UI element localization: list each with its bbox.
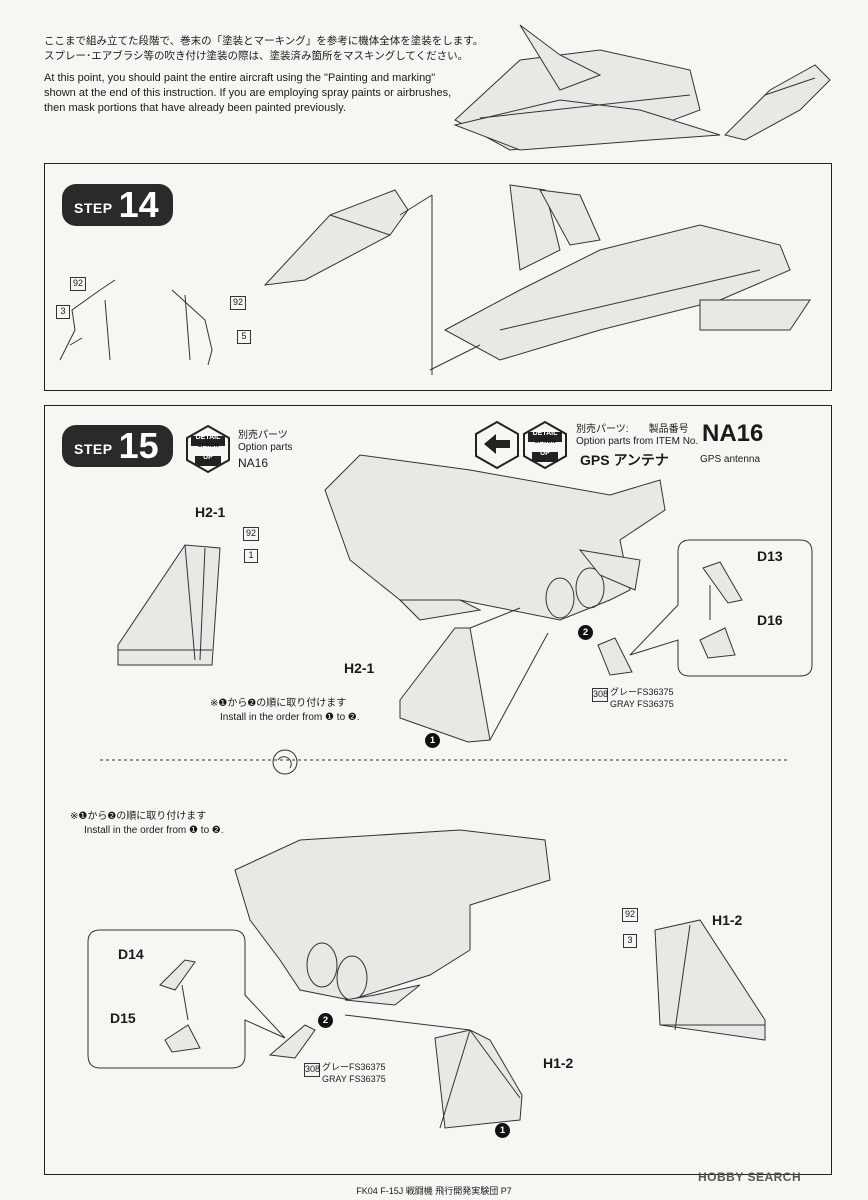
order-note-upper-en: Install in the order from ❶ to ❷. xyxy=(220,712,360,723)
option-parts-en: Option parts xyxy=(238,442,293,453)
tail-lower-attach-label: H1-2 xyxy=(543,1055,574,1071)
step14-callout-paint-left: 92 xyxy=(70,277,86,291)
intro-jp-line2: スプレー･エアブラシ等の吹き付け塗装の際は、塗装済み箇所をマスキングしてください… xyxy=(44,50,469,62)
step-num-2-upper: 2 xyxy=(578,625,593,640)
option-parts-label: 別売パーツ Option parts NA16 xyxy=(238,430,292,469)
tail-upper-attach-label: H2-1 xyxy=(344,660,375,676)
detail-option-up-badge-2 xyxy=(523,420,567,470)
paint-upper-text: グレーFS36375 GRAY FS36375 xyxy=(610,686,674,710)
watermark: HOBBY SEARCH xyxy=(698,1170,802,1184)
detail-badge-line2: OPTION xyxy=(197,443,219,449)
page-footer: FK04 F-15J 戦闘機 飛行開発実験団 P7 xyxy=(356,1186,512,1196)
step15-number: 15 xyxy=(118,425,159,466)
inset-lower-part-a: D14 xyxy=(118,946,144,962)
step15-badge: STEP 15 xyxy=(62,425,173,467)
paint-upper-jp: グレーFS36375 xyxy=(610,687,674,697)
order-note-lower-en: Install in the order from ❶ to ❷. xyxy=(84,825,224,836)
detail-badge-2-line3: UP xyxy=(540,450,550,457)
inset-upper-part-a: D13 xyxy=(757,548,783,564)
tail-lower-right-part: 3 xyxy=(623,934,637,948)
step14-callout-paint-right: 92 xyxy=(230,296,246,310)
intro-en-line3: then mask portions that have already bee… xyxy=(44,102,346,114)
intro-en: At this point, you should paint the enti… xyxy=(44,71,504,116)
order-note-lower: ※❶から❷の順に取り付けます Install in the order from… xyxy=(70,810,224,838)
paint-lower-jp: グレーFS36375 xyxy=(322,1062,386,1072)
inset-lower-part-b: D15 xyxy=(110,1010,136,1026)
intro-jp-line1: ここまで組み立てた段階で、巻末の「塗装とマーキング」を参考に機体全体を塗装をしま… xyxy=(44,35,484,47)
paint-upper-en: GRAY FS36375 xyxy=(610,699,674,709)
step-num-2-lower: 2 xyxy=(318,1013,333,1028)
tail-upper-left-part: 1 xyxy=(244,549,258,563)
order-note-lower-jp: ※❶から❷の順に取り付けます xyxy=(70,811,207,822)
detail-badge-2-line1: DETAIL xyxy=(532,430,558,437)
option-parts-item-en: Option parts from ITEM No. xyxy=(576,436,699,447)
item-number: NA16 xyxy=(702,420,764,447)
intro-text: ここまで組み立てた段階で、巻末の「塗装とマーキング」を参考に機体全体を塗装をしま… xyxy=(44,34,504,116)
detail-badge-line1: DETAIL xyxy=(195,434,221,441)
order-note-upper-jp: ※❶から❷の順に取り付けます xyxy=(210,698,347,709)
detail-badge-2-line2: OPTION xyxy=(534,439,556,445)
option-parts-code: NA16 xyxy=(238,456,269,470)
step15-word: STEP xyxy=(74,441,113,457)
inset-upper-part-b: D16 xyxy=(757,612,783,628)
tail-upper-left-label: H2-1 xyxy=(195,504,226,520)
step14-badge: STEP 14 xyxy=(62,184,173,226)
gps-antenna-en: GPS antenna xyxy=(700,454,761,465)
option-parts-jp: 別売パーツ xyxy=(238,430,288,441)
option-parts-item-jp: 別売パーツ: 製品番号 xyxy=(576,424,689,435)
tail-lower-right-paint: 92 xyxy=(622,908,638,922)
detail-badge-2-text: DETAIL OPTION UP xyxy=(520,429,570,458)
detail-badge-text: DETAIL OPTION UP xyxy=(183,433,233,462)
step14-word: STEP xyxy=(74,200,113,216)
paint-upper-code: 308 xyxy=(592,688,608,702)
option-parts-item-label: 別売パーツ: 製品番号 Option parts from ITEM No. xyxy=(576,424,698,448)
step14-number: 14 xyxy=(118,184,159,225)
swap-arrow-icon xyxy=(475,420,519,470)
detail-badge-line3: UP xyxy=(203,454,213,461)
intro-en-line2: shown at the end of this instruction. If… xyxy=(44,87,452,99)
tail-upper-left-paint: 92 xyxy=(243,527,259,541)
step-num-1-lower: 1 xyxy=(495,1123,510,1138)
tail-lower-right-label: H1-2 xyxy=(712,912,743,928)
intro-en-line1: At this point, you should paint the enti… xyxy=(44,72,436,84)
step-num-1-upper: 1 xyxy=(425,733,440,748)
paint-lower-code: 308 xyxy=(304,1063,320,1077)
paint-lower-text: グレーFS36375 GRAY FS36375 xyxy=(322,1061,386,1085)
step14-callout-part-right: 5 xyxy=(237,330,251,344)
order-note-upper: ※❶から❷の順に取り付けます Install in the order from… xyxy=(210,697,360,725)
paint-lower-en: GRAY FS36375 xyxy=(322,1074,386,1084)
step14-callout-part-left: 3 xyxy=(56,305,70,319)
detail-option-up-badge xyxy=(186,424,230,474)
gps-antenna-jp: GPS アンテナ xyxy=(580,452,669,468)
